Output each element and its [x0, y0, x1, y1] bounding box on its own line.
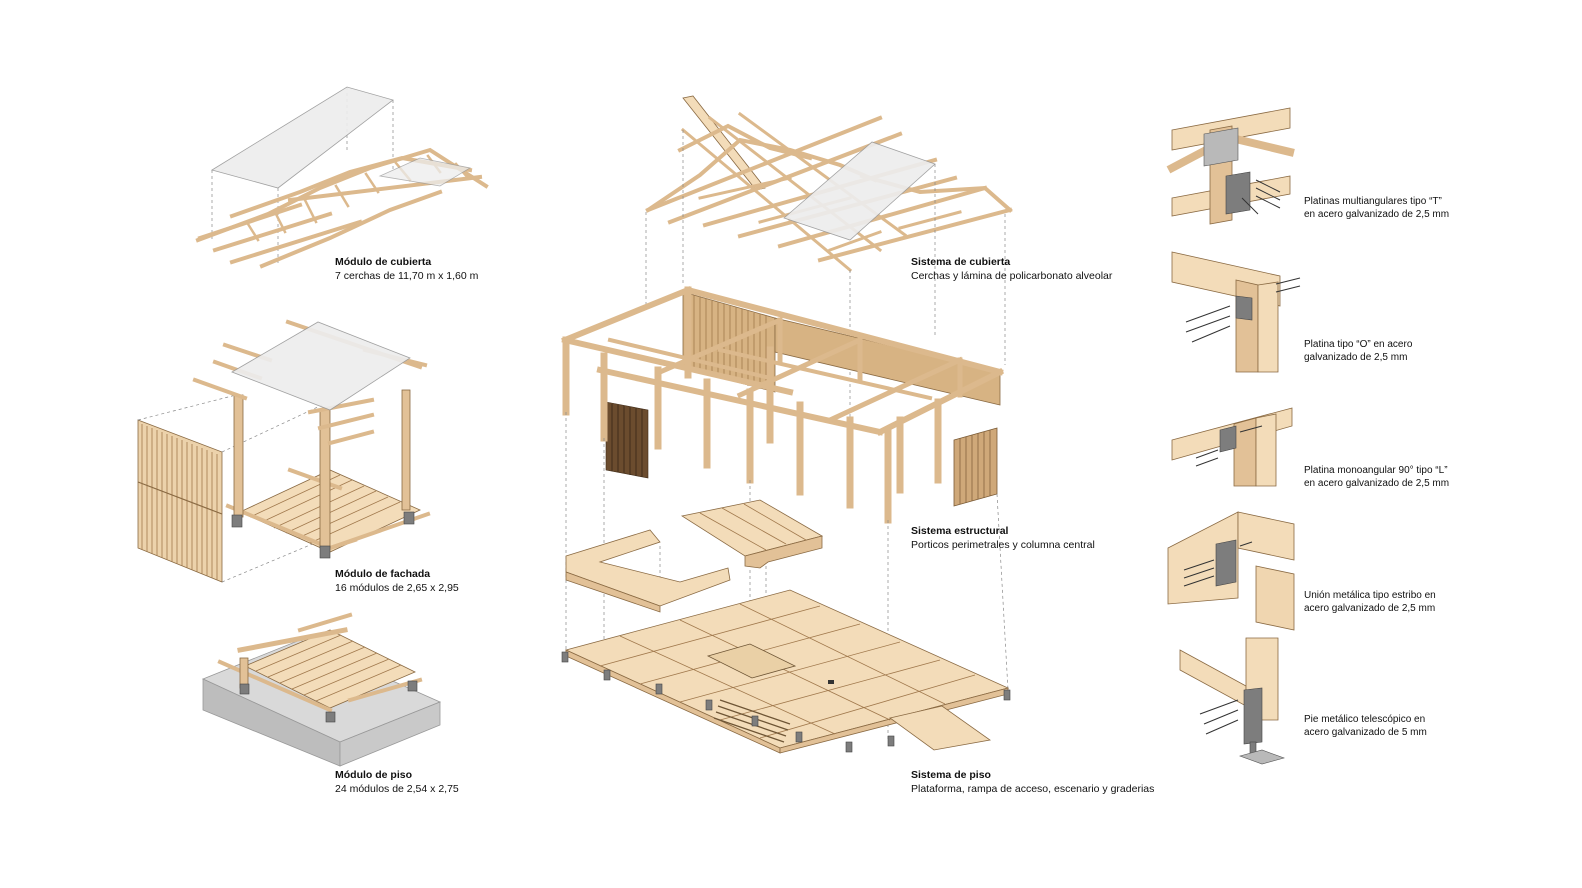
structural-system-drawing — [561, 286, 1009, 740]
detail-stirrup-drawing — [1167, 511, 1295, 631]
roof-module-desc: 7 cerchas de 11,70 m x 1,60 m — [335, 269, 479, 282]
floor-system-desc: Plataforma, rampa de acceso, escenario y… — [911, 782, 1155, 795]
detail-telescopic-foot-drawing — [1179, 637, 1285, 765]
detail-caption-line: Platina tipo “O” en acero — [1304, 339, 1413, 350]
structural-system-label: Sistema estructural Porticos perimetrale… — [911, 525, 1095, 552]
detail-caption-line: acero galvanizado de 2,5 mm — [1304, 603, 1436, 614]
roof-module-drawing — [195, 86, 489, 269]
roof-module-title: Módulo de cubierta — [335, 256, 432, 268]
roof-system-desc: Cerchas y lámina de policarbonato alveol… — [911, 269, 1113, 282]
detail-caption-line: acero galvanizado de 5 mm — [1304, 727, 1427, 738]
detail-caption-line: galvanizado de 2,5 mm — [1304, 352, 1408, 363]
floor-system-drawing — [561, 499, 1011, 754]
detail-o-plate-drawing — [1171, 251, 1301, 373]
floor-system-title: Sistema de piso — [911, 769, 991, 781]
floor-module-desc: 24 módulos de 2,54 x 2,75 — [335, 782, 459, 795]
detail-t-plate-caption: Platinas multiangulares tipo “T” en acer… — [1304, 195, 1449, 221]
floor-system-label: Sistema de piso Plataforma, rampa de acc… — [911, 769, 1154, 796]
facade-module-label: Módulo de fachada 16 módulos de 2,65 x 2… — [335, 568, 459, 595]
floor-module-title: Módulo de piso — [335, 769, 412, 781]
detail-o-plate-caption: Platina tipo “O” en acero galvanizado de… — [1304, 338, 1412, 364]
roof-system-drawing — [645, 95, 1013, 490]
detail-caption-line: en acero galvanizado de 2,5 mm — [1304, 209, 1450, 220]
facade-module-title: Módulo de fachada — [335, 568, 431, 580]
facade-module-drawing — [137, 319, 431, 583]
facade-module-desc: 16 módulos de 2,65 x 2,95 — [335, 581, 459, 594]
detail-telescopic-foot-caption: Pie metálico telescópico en acero galvan… — [1304, 713, 1427, 739]
floor-module-label: Módulo de piso 24 módulos de 2,54 x 2,75 — [335, 769, 459, 796]
detail-caption-line: Unión metálica tipo estribo en — [1304, 590, 1436, 601]
floor-module-drawing — [201, 612, 442, 767]
detail-l-plate-drawing — [1171, 407, 1293, 487]
roof-module-label: Módulo de cubierta 7 cerchas de 11,70 m … — [335, 256, 478, 283]
detail-caption-line: Platinas multiangulares tipo “T” — [1304, 196, 1442, 207]
detail-caption-line: Platina monoangular 90° tipo “L” — [1304, 465, 1448, 476]
detail-l-plate-caption: Platina monoangular 90° tipo “L” en acer… — [1304, 464, 1449, 490]
detail-caption-line: Pie metálico telescópico en — [1304, 714, 1426, 725]
roof-system-label: Sistema de cubierta Cerchas y lámina de … — [911, 256, 1112, 283]
roof-system-title: Sistema de cubierta — [911, 256, 1011, 268]
structural-system-desc: Porticos perimetrales y columna central — [911, 538, 1095, 551]
detail-stirrup-caption: Unión metálica tipo estribo en acero gal… — [1304, 589, 1436, 615]
detail-t-plate-drawing — [1166, 107, 1295, 225]
structural-system-title: Sistema estructural — [911, 525, 1009, 537]
detail-caption-line: en acero galvanizado de 2,5 mm — [1304, 478, 1450, 489]
